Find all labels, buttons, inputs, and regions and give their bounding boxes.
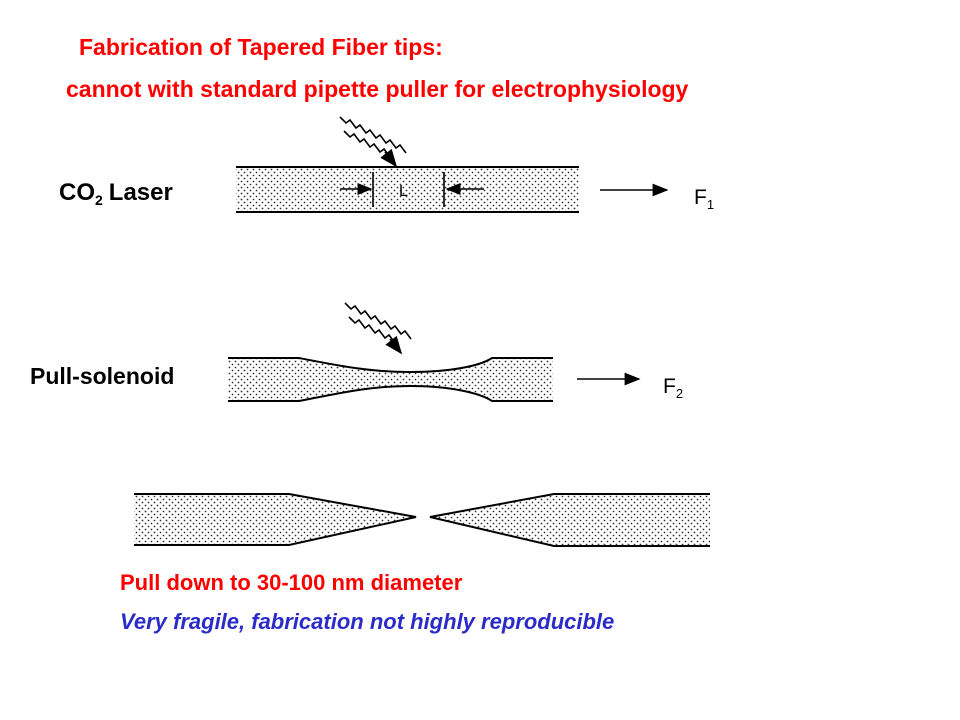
force-arrow-1: F1 — [600, 183, 714, 212]
tapered-tip-right — [429, 493, 710, 547]
force-1-subscript: 1 — [707, 197, 714, 212]
fiber-stage-straight — [236, 166, 579, 213]
title-line-1: Fabrication of Tapered Fiber tips: — [79, 34, 443, 60]
force-1-main: F — [694, 186, 707, 209]
co2-label-subscript: 2 — [95, 192, 103, 208]
title-line-2: cannot with standard pipette puller for … — [66, 76, 689, 102]
pull-solenoid-label: Pull-solenoid — [30, 363, 175, 389]
force-2-subscript: 2 — [676, 386, 683, 401]
force-2-label: F2 — [663, 375, 683, 401]
co2-laser-label: CO2 Laser — [59, 179, 173, 208]
fragility-note: Very fragile, fabrication not highly rep… — [120, 609, 615, 634]
fiber-stage-necked — [228, 357, 553, 402]
diameter-note: Pull down to 30-100 nm diameter — [120, 570, 463, 595]
tapered-tip-left — [134, 493, 417, 546]
force-2-main: F — [663, 375, 676, 398]
heating-length-indicator: L — [340, 172, 484, 207]
co2-label-main: CO — [59, 179, 95, 206]
laser-beam-icon-1 — [339, 116, 407, 168]
laser-label-suffix: Laser — [108, 179, 173, 206]
force-1-label: F1 — [694, 186, 714, 212]
length-label: L — [399, 183, 408, 200]
force-arrow-2: F2 — [577, 372, 683, 401]
laser-beam-icon-2 — [344, 302, 412, 355]
